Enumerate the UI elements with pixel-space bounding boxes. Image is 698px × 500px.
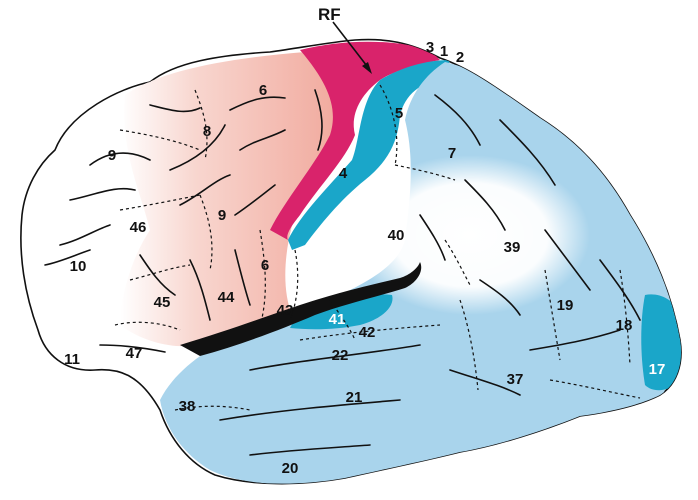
area-label-42: 42	[359, 324, 376, 341]
area-label-10: 10	[70, 258, 87, 275]
lateral-fissure	[180, 262, 422, 356]
premotor-region	[120, 52, 335, 347]
rf-pointer: RF	[318, 5, 372, 74]
area-label-8: 8	[203, 123, 211, 140]
area-label-46: 46	[130, 219, 147, 236]
area-borders	[114, 84, 641, 411]
area-label-9-mid: 9	[218, 207, 226, 224]
auditory-primary-region	[290, 294, 393, 330]
area-label-17: 17	[649, 361, 666, 378]
area-label-7: 7	[448, 145, 456, 162]
area-labels: 3 1 2 6 8 9 5 7 4 46 9 40 39 10 6 45 44 …	[64, 39, 665, 477]
motor-cortex-region	[270, 41, 440, 240]
area-label-45: 45	[154, 294, 171, 311]
area-label-11: 11	[64, 351, 80, 368]
area-label-37: 37	[507, 371, 524, 388]
area-label-38: 38	[179, 398, 196, 415]
area-label-6-upper: 6	[259, 82, 267, 99]
area-label-47: 47	[126, 345, 143, 362]
rf-label: RF	[318, 5, 341, 24]
area-label-39: 39	[504, 239, 521, 256]
area-label-21: 21	[346, 389, 363, 406]
area-label-19: 19	[557, 297, 574, 314]
area-label-22: 22	[332, 347, 349, 364]
area-label-3: 3	[426, 39, 434, 56]
area-label-4: 4	[339, 165, 348, 182]
area-label-5: 5	[395, 105, 403, 122]
area-label-18: 18	[616, 317, 633, 334]
area-label-1: 1	[440, 43, 448, 60]
area-label-2: 2	[456, 49, 464, 66]
area-label-6-lower: 6	[261, 257, 269, 274]
area-label-20: 20	[282, 460, 299, 477]
area-label-41: 41	[329, 311, 346, 328]
somatosensory-region	[288, 60, 450, 250]
area-label-9-upper: 9	[108, 147, 116, 164]
area-label-44: 44	[218, 289, 235, 306]
visual-cortex-region	[641, 294, 682, 391]
area-label-40: 40	[388, 227, 405, 244]
area-label-43: 43	[277, 302, 294, 319]
sulci	[44, 89, 641, 456]
